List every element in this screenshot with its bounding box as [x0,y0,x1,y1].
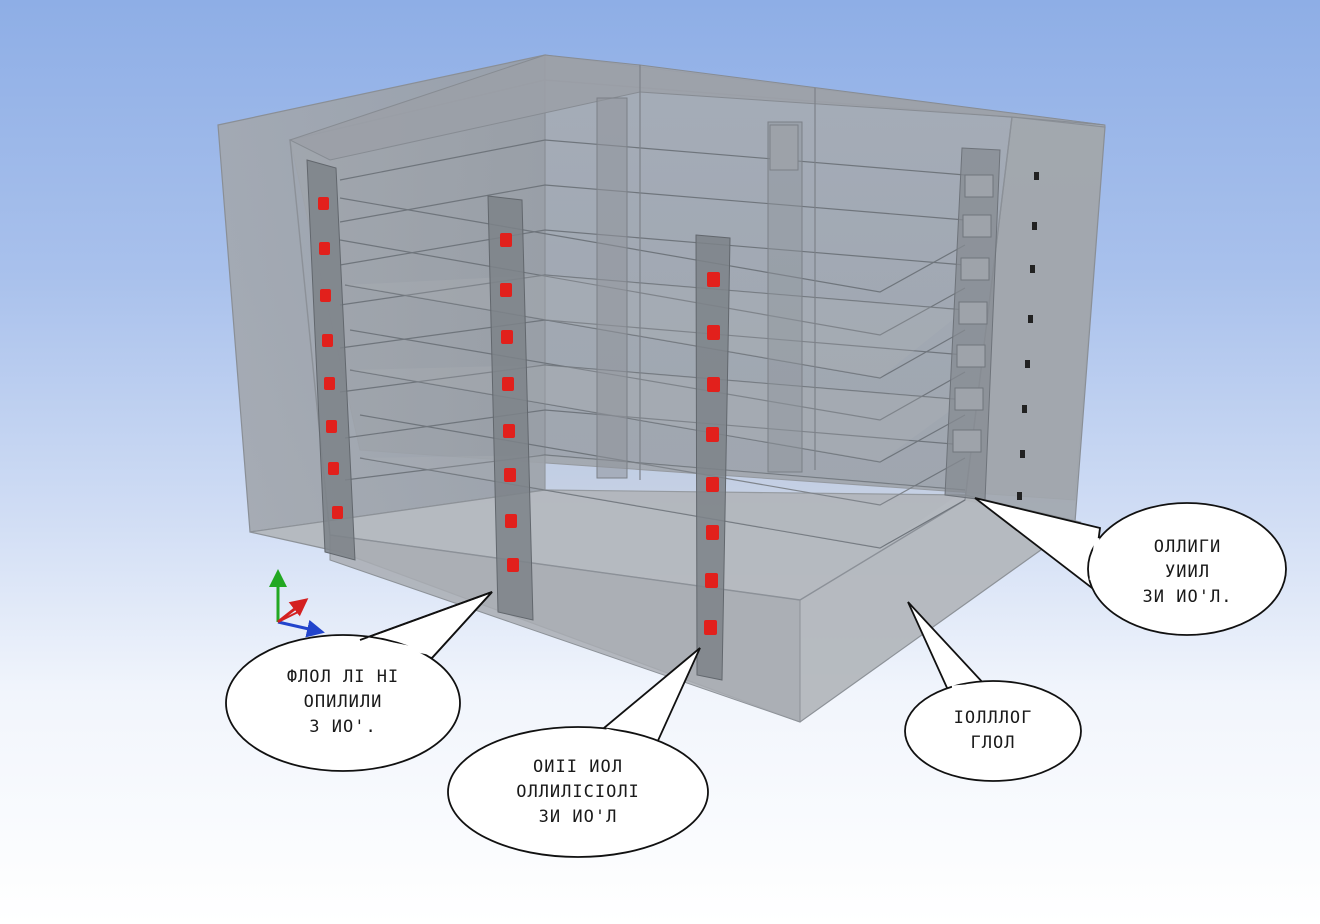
callout-floor [904,601,1082,782]
sensor-marker [505,514,517,528]
sensor-marker [706,477,719,492]
sensor-marker [326,420,337,433]
front-column-3 [695,234,731,681]
sensor-marker [502,377,514,391]
sensor-marker [707,377,720,392]
sensor-marker [706,427,719,442]
sensor-marker [332,506,343,519]
sensor-marker [500,283,512,297]
sensor-marker [322,334,333,347]
sensor-marker [503,424,515,438]
sensor-marker [504,468,516,482]
sensor-markers-column-2 [500,233,519,572]
sensor-marker [707,325,720,340]
front-column-1 [306,159,356,561]
sensor-marker [324,377,335,390]
sensor-markers-column-3 [704,272,720,635]
right-wall-markers [1017,172,1039,500]
back-columns [596,65,816,480]
axis-x-arrow [277,598,309,624]
callout-floor-text: ІОЛЛЛОГ ГЛОЛ [953,708,1033,753]
callout-right [974,497,1287,636]
sensor-marker [706,525,719,540]
sensor-markers-column-1 [318,197,343,519]
callout-left [225,591,493,772]
sensor-marker [318,197,329,210]
sensor-marker [500,233,512,247]
axis-z-arrow [277,619,325,638]
sensor-marker [704,620,717,635]
sensor-marker [707,272,720,287]
right-column [944,147,1001,501]
callout-right-text: ОЛЛИГИ УИИЛ ЗИ ИО'Л. [1142,537,1233,607]
sensor-marker [705,573,718,588]
front-column-2 [487,195,534,621]
callout-left-text: ФЛОЛ ЛІ НІ ОПИЛИЛИ 3 ИО'. [286,667,400,737]
axis-triad [269,569,325,638]
sensor-marker [319,242,330,255]
sensor-marker [328,462,339,475]
callout-center-text: ОИІІ ИОЛ ОЛЛИЛІСІОЛІ ЗИ ИО'Л [516,757,640,827]
sensor-marker [501,330,513,344]
callout-center [447,647,709,858]
sensor-marker [507,558,519,572]
sensor-marker [320,289,331,302]
